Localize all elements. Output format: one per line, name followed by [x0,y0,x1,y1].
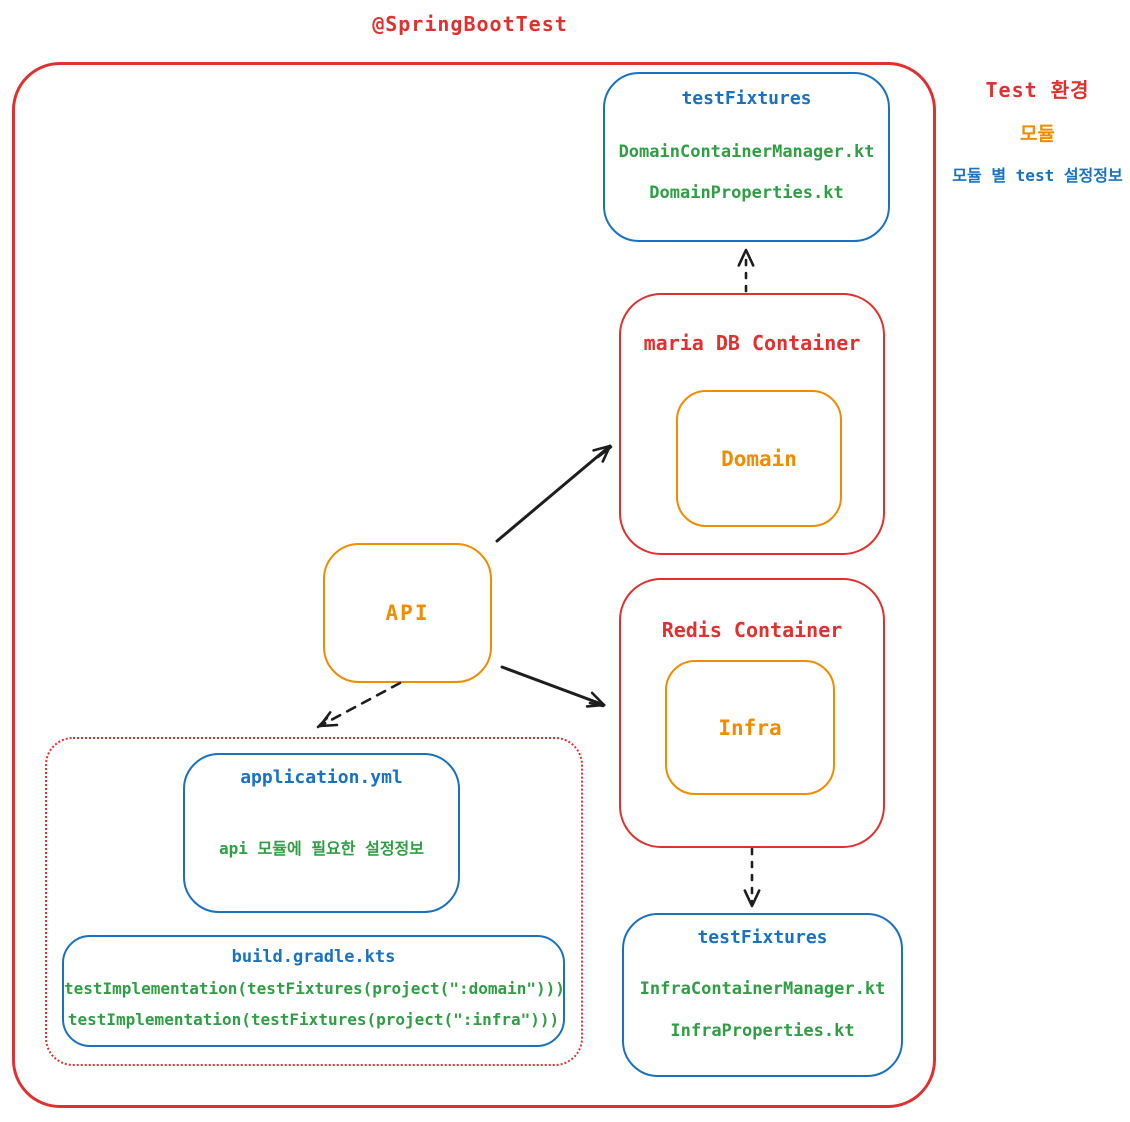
diagram-title: @SpringBootTest [372,12,568,36]
infra-container-manager-file: InfraContainerManager.kt [639,979,886,999]
infra-properties-file: InfraProperties.kt [670,1021,855,1041]
gradle-test-implementation-infra: testImplementation(testFixtures(project(… [67,1010,560,1029]
test-environment-container [12,62,936,1108]
infra-module-box: Infra [665,660,835,795]
domain-module-box: Domain [676,390,842,527]
application-yml-box: application.yml api 모듈에 필요한 설정정보 [183,753,460,913]
legend-module-config: 모듈 별 test 설정정보 [952,166,1123,185]
maria-db-container-box: maria DB Container Domain [619,293,885,555]
infra-testfixtures-title: testFixtures [697,927,828,948]
infra-testfixtures-box: testFixtures InfraContainerManager.kt In… [622,913,903,1077]
infra-module-label: Infra [718,715,782,740]
legend-module: 모듈 [1020,123,1055,145]
domain-properties-file: DomainProperties.kt [649,183,844,203]
domain-container-manager-file: DomainContainerManager.kt [618,142,875,162]
domain-module-label: Domain [721,446,797,471]
application-yml-title: application.yml [240,767,403,788]
api-config-group [45,737,583,1066]
build-gradle-box: build.gradle.kts testImplementation(test… [62,935,565,1047]
redis-container-box: Redis Container Infra [619,578,885,848]
api-module-box: API [323,543,492,683]
maria-db-container-title: maria DB Container [643,331,861,355]
redis-container-title: Redis Container [661,618,843,642]
application-yml-desc: api 모듈에 필요한 설정정보 [219,839,424,858]
domain-testfixtures-title: testFixtures [681,88,812,109]
domain-testfixtures-box: testFixtures DomainContainerManager.kt D… [603,72,890,242]
legend-test-environment: Test 환경 [985,78,1090,102]
build-gradle-title: build.gradle.kts [231,947,396,967]
api-module-label: API [385,601,430,625]
gradle-test-implementation-domain: testImplementation(testFixtures(project(… [64,979,565,998]
